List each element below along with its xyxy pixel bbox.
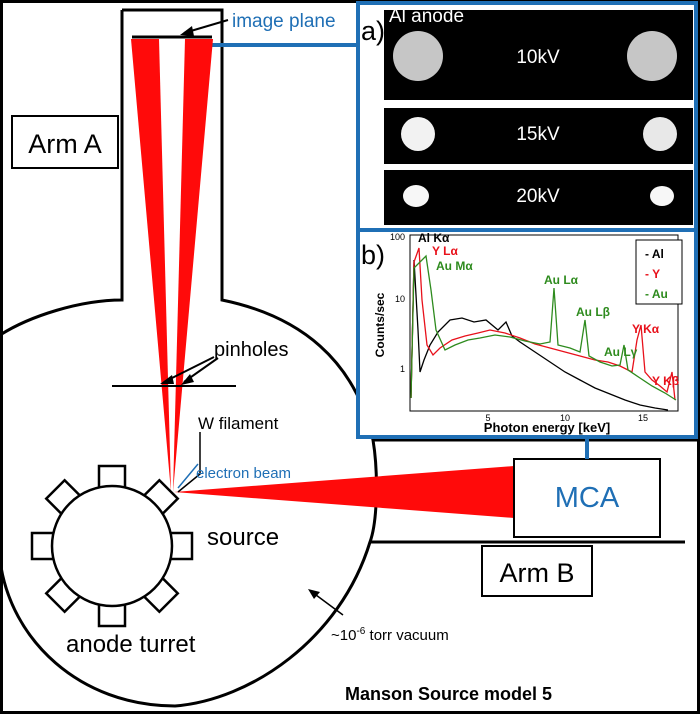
pinholes-arrowhead-2: [181, 374, 194, 385]
mca-label: MCA: [555, 482, 620, 514]
ytick-10: 10: [395, 294, 405, 304]
line-label-y-ka: Y Kα: [632, 322, 660, 336]
spectrum-ylabel: Counts/sec: [373, 292, 387, 357]
image-plane-arrowhead: [180, 26, 194, 36]
spectrum-xlabel: Photon energy [keV]: [484, 420, 610, 435]
legend-y: - Y: [645, 267, 660, 281]
panel-a-voltage-10: 10kV: [516, 47, 560, 68]
panel-b-tag: b): [361, 240, 385, 270]
turret-body: [50, 484, 174, 608]
panel-a: a) Al anode 10kV 15kV 20kV: [356, 1, 698, 232]
panel-a-row-2-image: [384, 108, 693, 164]
panel-a-voltage-15: 15kV: [516, 124, 560, 145]
arm-b-box: [481, 545, 593, 597]
vacuum-label: ~10-6 torr vacuum: [331, 626, 449, 644]
mca-box: [513, 458, 661, 538]
vacuum-arrow: [311, 591, 344, 616]
electron-beam-label: electron beam: [196, 465, 291, 482]
anode-turret-label: anode turret: [66, 631, 196, 658]
line-label-au-ma: Au Mα: [436, 259, 473, 273]
w-filament: [177, 432, 201, 493]
spot-15kv-right: [643, 117, 677, 151]
panel-a-row-3-image: [384, 170, 693, 225]
xtick-5: 5: [485, 413, 490, 423]
spot-20kv-right: [650, 186, 674, 206]
w-filament-label: W filament: [198, 414, 279, 433]
pinholes-arrowhead-1: [160, 375, 174, 384]
spot-15kv-left: [401, 117, 435, 151]
line-label-y-la: Y Lα: [432, 244, 458, 258]
source-label: source: [207, 524, 279, 551]
legend-al: - Al: [645, 247, 664, 261]
panel-a-tag: a): [361, 16, 385, 46]
electron-beam-line: [177, 463, 199, 489]
spectrum-al: [410, 259, 669, 411]
spectrum-y: [410, 247, 676, 401]
anode-turret: [30, 464, 194, 628]
line-label-au-la: Au Lα: [544, 273, 579, 287]
pinholes-label: pinholes: [214, 339, 289, 361]
spot-20kv-left: [403, 185, 429, 207]
panel-b: b) 100 10 1 5 10 15 Counts/sec Photon en…: [356, 228, 698, 439]
beam-left: [131, 39, 171, 492]
line-label-au-lb: Au Lβ: [576, 305, 610, 319]
legend-au: - Au: [645, 287, 668, 301]
arm-a-box: [11, 115, 119, 169]
anode-tab-6: [30, 531, 56, 561]
arm-b-label: Arm B: [499, 558, 574, 588]
spectrum-legend: [635, 239, 683, 305]
anode-tab-2: [168, 531, 194, 561]
line-label-al-ka: Al Kα: [418, 231, 450, 245]
spot-10kv-right: [627, 31, 677, 81]
ytick-100: 100: [390, 232, 405, 242]
ytick-1: 1: [400, 364, 405, 374]
panel-a-heading: Al anode: [389, 6, 464, 27]
beam-mca: [174, 466, 514, 518]
anode-tab-4: [97, 602, 127, 628]
beam-right: [173, 39, 213, 492]
spectrum-au: [410, 254, 677, 401]
image-plane-label: image plane: [232, 11, 336, 32]
line-label-y-kb: Y Kβ: [652, 374, 679, 388]
xtick-10: 10: [560, 413, 570, 423]
diagram-title: Manson Source model 5: [345, 684, 552, 704]
anode-tab-8: [97, 464, 127, 490]
spectrum-plot-frame: [409, 234, 679, 412]
xtick-15: 15: [638, 413, 648, 423]
arm-a-label: Arm A: [28, 129, 102, 159]
vacuum-arrowhead: [308, 589, 320, 599]
line-label-au-lg: Au Lγ: [604, 345, 638, 359]
spot-10kv-left: [393, 31, 443, 81]
panel-a-voltage-20: 20kV: [516, 186, 560, 207]
